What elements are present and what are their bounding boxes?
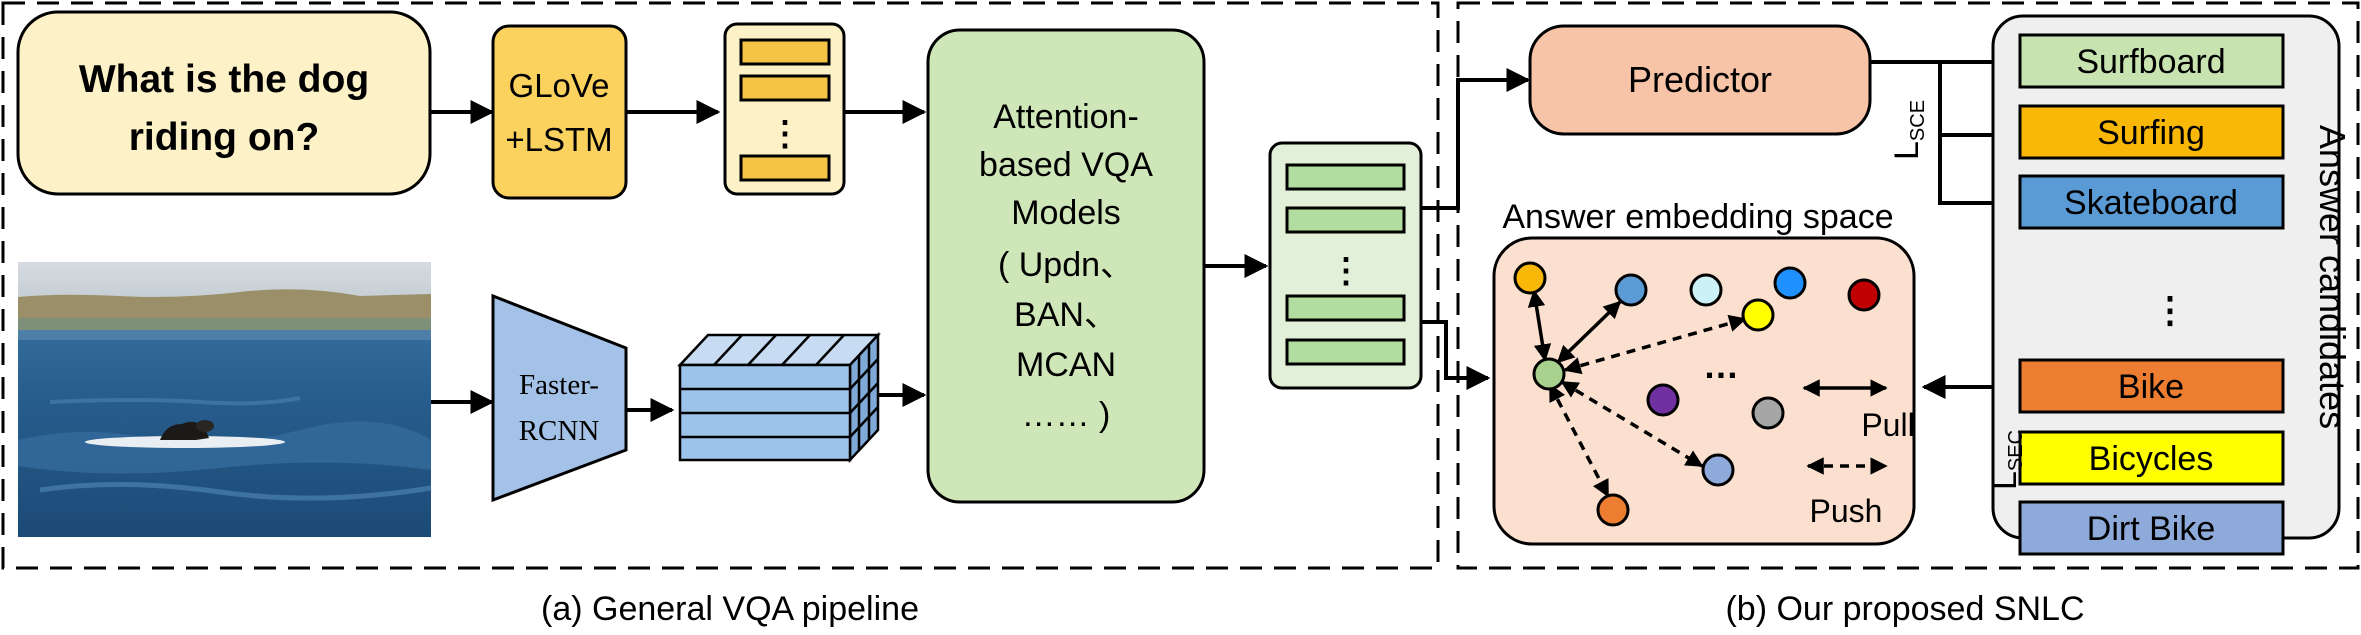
arrow-feature-to-embedding xyxy=(1421,320,1491,390)
candidate-box xyxy=(2018,33,2285,89)
detector-line-2: RCNN xyxy=(519,415,600,447)
surfing-dot xyxy=(1513,261,1547,295)
predictor-label: Predictor xyxy=(1628,59,1772,100)
candidate-label: Bicycles xyxy=(2089,440,2214,478)
model-line-3: Models xyxy=(1011,194,1121,232)
model-line-6: MCAN xyxy=(1016,346,1116,384)
candidate-box xyxy=(2018,358,2285,414)
loss-sec-label: LSEC xyxy=(1986,430,2027,490)
candidate-label: Bike xyxy=(2118,368,2184,406)
model-line-1: Attention- xyxy=(993,98,1139,136)
candidate-label: Surfing xyxy=(2097,114,2205,152)
embedding-dot xyxy=(1689,273,1723,307)
embedding-dot xyxy=(1646,383,1680,417)
surfboard xyxy=(85,436,285,448)
model-line-5: BAN、 xyxy=(1014,296,1118,334)
candidate-box xyxy=(2018,430,2285,486)
encoder-line-2: +LSTM xyxy=(505,121,612,158)
candidate-label: Dirt Bike xyxy=(2087,510,2215,548)
predictor-box: Predictor xyxy=(1528,24,1872,136)
loss-sce-label: LSCE xyxy=(1888,100,1929,160)
model-line-7: …… ) xyxy=(1022,396,1111,434)
candidates-ellipsis: ⋮ xyxy=(2152,289,2188,330)
joint-feature-bar xyxy=(1285,206,1406,234)
joint-feature-bar xyxy=(1285,163,1406,191)
answer-candidate-list: SurfboardSurfingSkateboardBikeBicyclesDi… xyxy=(2018,33,2285,556)
input-image xyxy=(18,262,432,537)
joint-feature-ellipsis: ⋮ xyxy=(1329,252,1363,290)
arrow-feature-to-predictor xyxy=(1421,68,1531,210)
joint-feature-bar xyxy=(1285,294,1406,322)
glove-lstm-box: GLoVe +LSTM xyxy=(491,24,628,200)
model-line-4: ( Updn、 xyxy=(998,246,1134,284)
text-feature-bar xyxy=(739,74,831,102)
bike-dot xyxy=(1596,493,1630,527)
answer-candidates-title: Answer candidates xyxy=(2312,125,2353,429)
encoder-line-1: GLoVe xyxy=(509,67,610,104)
text-feature-bar xyxy=(739,38,831,66)
question-line-2: riding on? xyxy=(129,116,320,159)
caption-left: (a) General VQA pipeline xyxy=(541,590,919,628)
faster-rcnn-block: Faster- RCNN xyxy=(491,293,628,503)
candidate-label: Surfboard xyxy=(2076,43,2225,81)
joint-feature-stack: ⋮ xyxy=(1268,141,1423,390)
vqa-model-box: Attention- based VQA Models ( Updn、 BAN、… xyxy=(926,28,1206,504)
text-feature-ellipsis: ⋮ xyxy=(768,115,802,153)
caption-right: (b) Our proposed SNLC xyxy=(1725,590,2084,628)
pull-legend-label: Pull xyxy=(1861,407,1914,443)
left-panel-frame xyxy=(1,1,1440,570)
embedding-space-title: Answer embedding space xyxy=(1502,198,1893,236)
dirt-bike-dot xyxy=(1701,453,1735,487)
model-line-2: based VQA xyxy=(979,146,1153,184)
right-panel-frame xyxy=(1456,1,2360,570)
question-line-1: What is the dog xyxy=(79,58,369,101)
push-legend-label: Push xyxy=(1810,493,1883,529)
arrow-predictor-to-skateboard xyxy=(1938,135,2019,215)
candidate-box xyxy=(2018,174,2285,230)
region-feature-cube xyxy=(677,331,881,464)
joint-feature-bar xyxy=(1285,338,1406,366)
skateboard-dot xyxy=(1614,273,1648,307)
candidate-box xyxy=(2018,104,2285,160)
embedding-dot xyxy=(1847,278,1881,312)
bicycles-dot xyxy=(1741,298,1775,332)
embedding-dot xyxy=(1773,266,1807,300)
candidate-label: Skateboard xyxy=(2064,184,2238,222)
candidate-box xyxy=(2018,500,2285,556)
push-arrows-visible xyxy=(1548,314,1747,498)
text-feature-bar xyxy=(739,154,831,182)
anchor-dot xyxy=(1532,357,1566,391)
dots-ellipsis: … xyxy=(1703,345,1739,386)
detector-line-1: Faster- xyxy=(519,369,599,401)
question-box: What is the dog riding on? xyxy=(16,10,432,196)
embedding-dots xyxy=(1513,261,1881,527)
text-feature-stack: ⋮ xyxy=(723,22,846,196)
embedding-dot xyxy=(1751,396,1785,430)
